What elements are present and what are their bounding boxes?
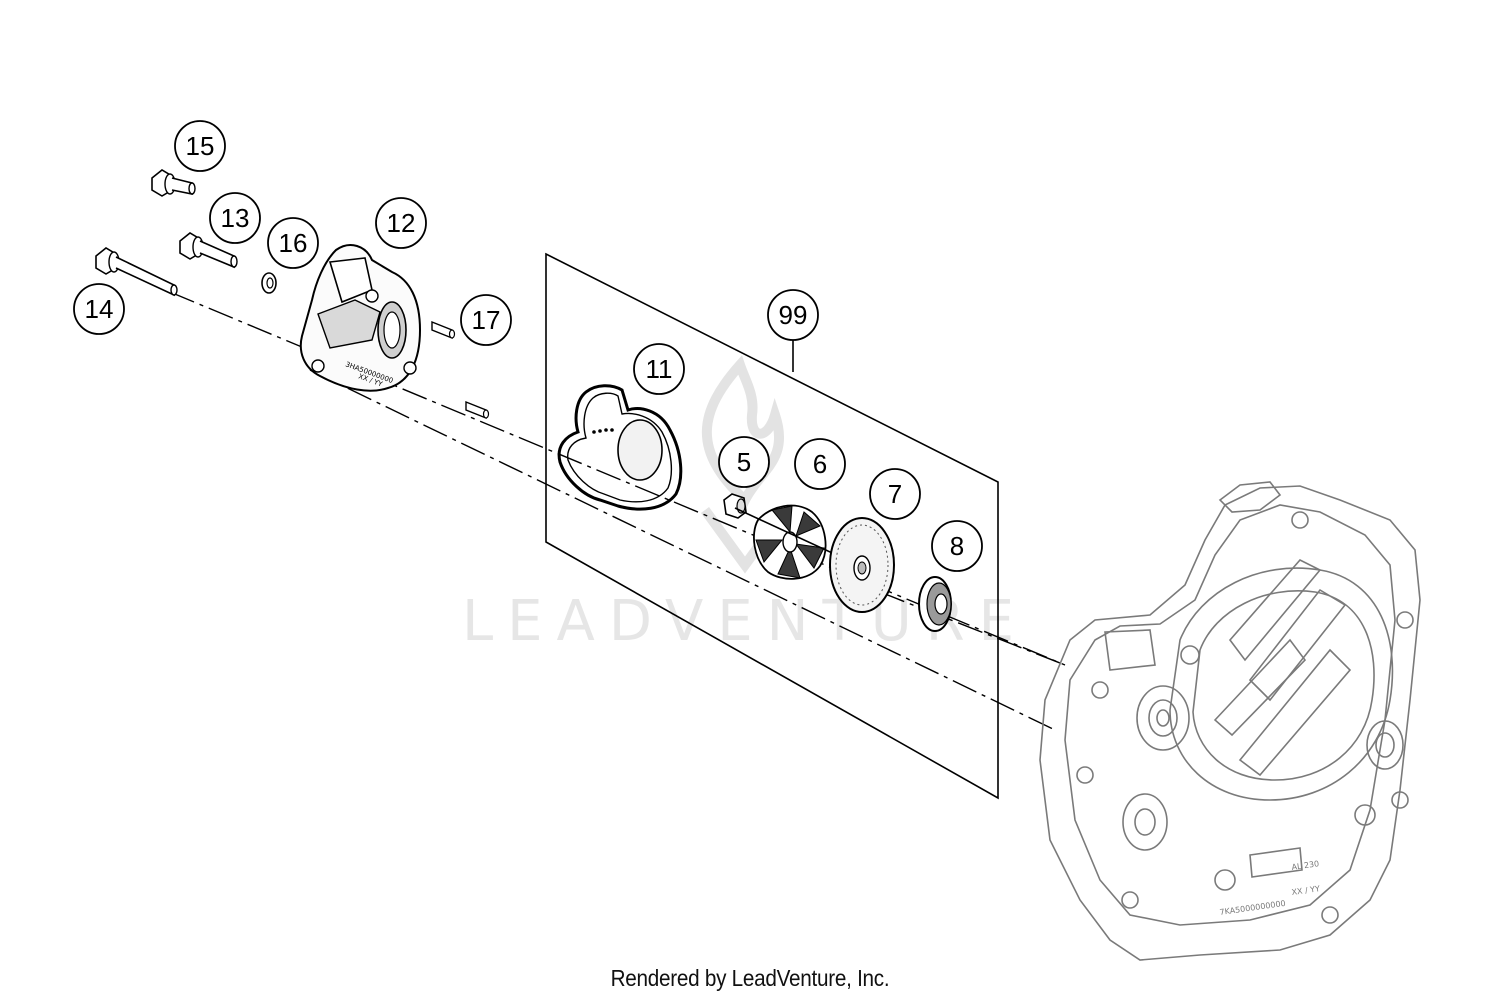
callout-15: 15 <box>174 120 226 172</box>
crankcase-half: 7KA5000000000 XX / YY AL 230 <box>1039 481 1421 961</box>
part-13-bolt <box>179 232 238 269</box>
part-6-impeller <box>734 504 883 580</box>
svg-text:6: 6 <box>813 449 827 479</box>
callout-16: 16 <box>267 217 319 269</box>
part-5-nut <box>723 493 747 519</box>
part-7-seal-disc <box>829 517 895 613</box>
callout-14: 14 <box>73 283 125 335</box>
callout-6: 6 <box>794 438 846 490</box>
part-14-long-bolt <box>95 247 178 297</box>
callout-7: 7 <box>869 468 921 520</box>
svg-text:12: 12 <box>387 208 416 238</box>
part-8-bearing <box>918 576 952 632</box>
part-11-gasket <box>557 384 683 511</box>
callout-12: 12 <box>375 197 427 249</box>
callout-8: 8 <box>931 520 983 572</box>
callout-13: 13 <box>209 192 261 244</box>
callouts: 15 13 16 12 14 17 99 11 <box>73 120 983 572</box>
callout-17: 17 <box>460 294 512 346</box>
svg-text:8: 8 <box>950 531 964 561</box>
svg-text:14: 14 <box>85 294 114 324</box>
callout-11: 11 <box>633 343 685 395</box>
svg-text:17: 17 <box>472 305 501 335</box>
callout-99: 99 <box>767 289 819 341</box>
case-date-marking: XX / YY <box>1291 884 1321 897</box>
case-al-marking: AL 230 <box>1291 859 1320 872</box>
callout-5: 5 <box>718 436 770 488</box>
svg-text:7: 7 <box>888 479 902 509</box>
svg-text:15: 15 <box>186 131 215 161</box>
part-15-bolt <box>151 169 196 197</box>
svg-text:16: 16 <box>279 228 308 258</box>
footer-credit: Rendered by LeadVenture, Inc. <box>610 965 890 991</box>
svg-text:5: 5 <box>737 447 751 477</box>
svg-text:99: 99 <box>779 300 808 330</box>
part-12-pump-cover: 3HA50000000 XX / YY <box>299 244 422 392</box>
svg-text:11: 11 <box>646 354 673 384</box>
kit-99-outline <box>545 252 999 800</box>
part-17-dowel-pins <box>431 320 490 420</box>
part-16-washer <box>261 272 277 294</box>
svg-text:13: 13 <box>221 203 250 233</box>
